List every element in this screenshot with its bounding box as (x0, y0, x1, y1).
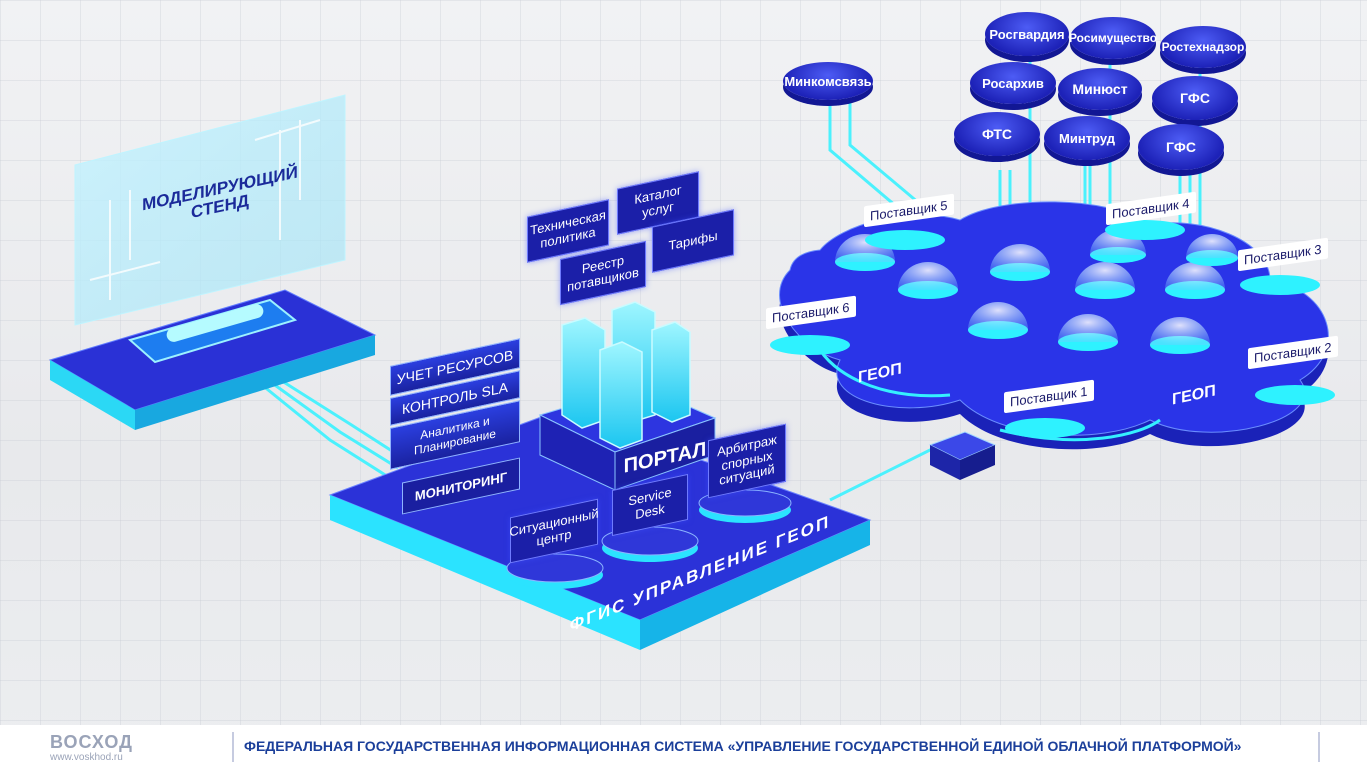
agency-minyust[interactable]: Минюст (1058, 68, 1142, 110)
stand-base-front (50, 360, 135, 430)
agency-rosgvardia[interactable]: Росгвардия (985, 12, 1069, 56)
footer-bar (0, 725, 1367, 768)
holo-circuit (89, 119, 321, 300)
agency-fts[interactable]: ФТС (954, 112, 1040, 156)
supplier-pads (770, 220, 1335, 438)
brand-logo: ВОСХОД (50, 732, 133, 752)
agency-rostekhnadzor[interactable]: Ростехнадзор (1160, 26, 1246, 68)
agency-rosimushchestvo[interactable]: Росимущество (1069, 17, 1157, 59)
agency-rosarkhiv[interactable]: Росархив (970, 62, 1056, 104)
agency-minkomsvyaz[interactable]: Минкомсвязь (783, 62, 873, 100)
footer-title: ФЕДЕРАЛЬНАЯ ГОСУДАРСТВЕННАЯ ИНФОРМАЦИОНН… (244, 738, 1242, 754)
scene-graphics (48, 60, 1335, 650)
agency-mintrud[interactable]: Минтруд (1044, 116, 1130, 160)
footer-divider-right (1318, 732, 1320, 762)
portal-towers (561, 301, 691, 449)
cloud-domes (835, 229, 1238, 354)
agency-gfs-1[interactable]: ГФС (1152, 76, 1238, 120)
agency-gfs-2[interactable]: ГФС (1138, 124, 1224, 170)
footer-divider-left (232, 732, 234, 762)
hub-pods (506, 489, 792, 589)
brand-site: www.voskhod.ru (50, 752, 123, 763)
hub-platform-front (330, 495, 640, 650)
